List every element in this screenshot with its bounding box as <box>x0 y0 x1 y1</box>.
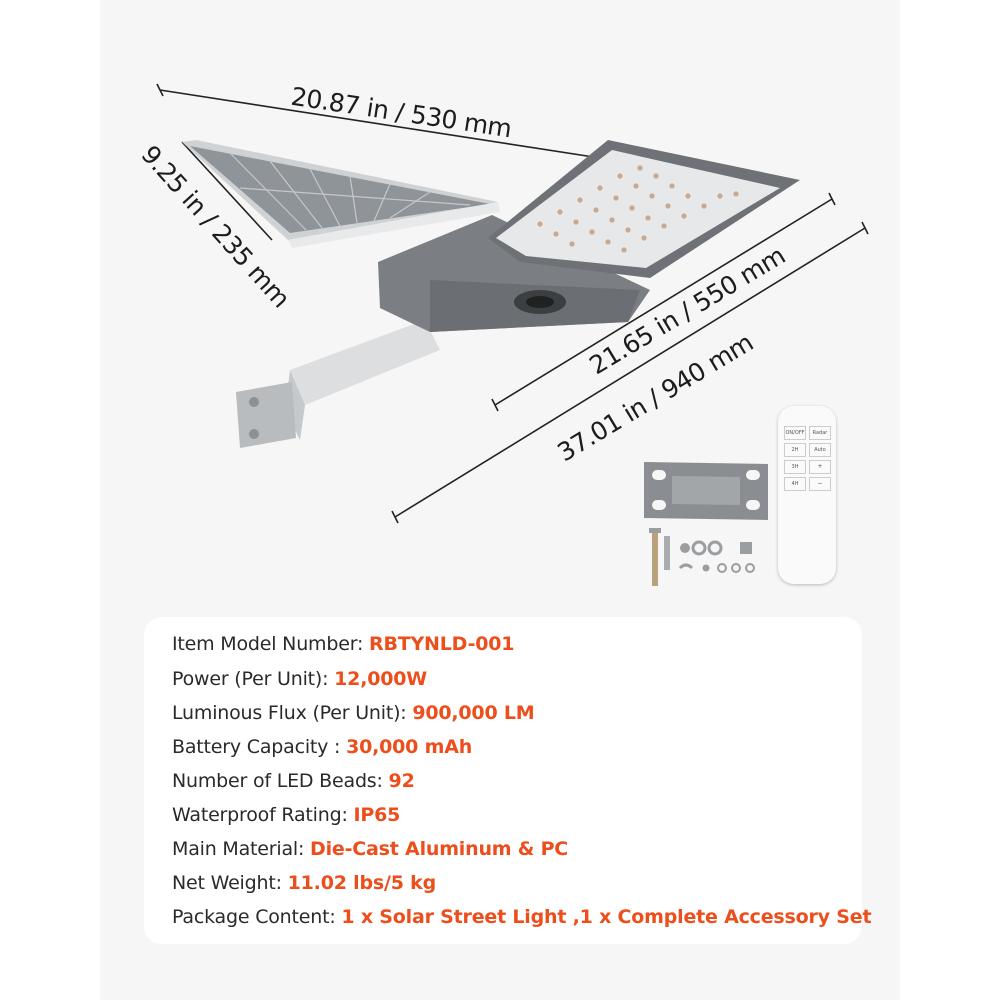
spec-label: Battery Capacity : <box>172 736 347 758</box>
spec-label: Waterproof Rating: <box>172 804 354 826</box>
remote-onoff-button[interactable]: ON/OFF <box>784 426 806 440</box>
remote-minus-button[interactable]: − <box>809 477 831 491</box>
spec-value: 12,000W <box>334 668 428 690</box>
spec-label: Item Model Number: <box>172 633 370 655</box>
remote-control: ON/OFF Radar 2H Auto 3H + 4H − <box>778 406 836 584</box>
led-lamp-head <box>488 140 800 278</box>
spec-row-model: Item Model Number: RBTYNLD-001 <box>172 633 515 655</box>
spec-value: RBTYNLD-001 <box>369 633 515 655</box>
spec-row-material: Main Material: Die-Cast Aluminum & PC <box>172 838 568 860</box>
spec-label: Net Weight: <box>172 872 288 894</box>
remote-auto-button[interactable]: Auto <box>809 443 831 457</box>
lamp-length-dimension-line <box>494 198 833 406</box>
specifications-card: Item Model Number: RBTYNLD-001 Power (Pe… <box>144 617 872 944</box>
remote-2h-button[interactable]: 2H <box>784 443 806 457</box>
spec-value: Die-Cast Aluminum & PC <box>310 838 569 860</box>
panel-width-dimension-line <box>181 141 273 241</box>
product-illustration <box>156 83 869 586</box>
remote-plus-button[interactable]: + <box>809 460 831 474</box>
remote-radar-button[interactable]: Radar <box>809 426 831 440</box>
spec-row-power: Power (Per Unit): 12,000W <box>172 668 427 690</box>
spec-row-package: Package Content: 1 x Solar Street Light … <box>172 906 872 928</box>
spec-row-battery: Battery Capacity : 30,000 mAh <box>172 736 472 758</box>
spec-row-weight: Net Weight: 11.02 lbs/5 kg <box>172 872 436 894</box>
spec-value: 1 x Solar Street Light ,1 x Complete Acc… <box>341 906 872 928</box>
spec-value: 30,000 mAh <box>346 736 473 758</box>
spec-row-waterproof: Waterproof Rating: IP65 <box>172 804 400 826</box>
spec-value: 900,000 LM <box>412 702 535 724</box>
spec-label: Package Content: <box>172 906 342 928</box>
remote-3h-button[interactable]: 3H <box>784 460 806 474</box>
hardware-accessories <box>649 528 755 586</box>
spec-row-luminous-flux: Luminous Flux (Per Unit): 900,000 LM <box>172 702 535 724</box>
overall-length-dimension-line <box>394 227 866 518</box>
spec-value: 92 <box>388 770 415 792</box>
spec-label: Number of LED Beads: <box>172 770 389 792</box>
lamp-housing <box>378 215 650 332</box>
spec-value: IP65 <box>353 804 401 826</box>
panel-length-dimension-line <box>159 89 601 159</box>
spec-label: Luminous Flux (Per Unit): <box>172 702 413 724</box>
solar-panel <box>182 140 500 248</box>
remote-4h-button[interactable]: 4H <box>784 477 806 491</box>
spec-label: Main Material: <box>172 838 311 860</box>
spec-value: 11.02 lbs/5 kg <box>287 872 437 894</box>
mounting-arm <box>236 320 440 448</box>
spec-row-led-beads: Number of LED Beads: 92 <box>172 770 415 792</box>
wall-bracket-accessory <box>644 462 768 520</box>
spec-label: Power (Per Unit): <box>172 668 335 690</box>
